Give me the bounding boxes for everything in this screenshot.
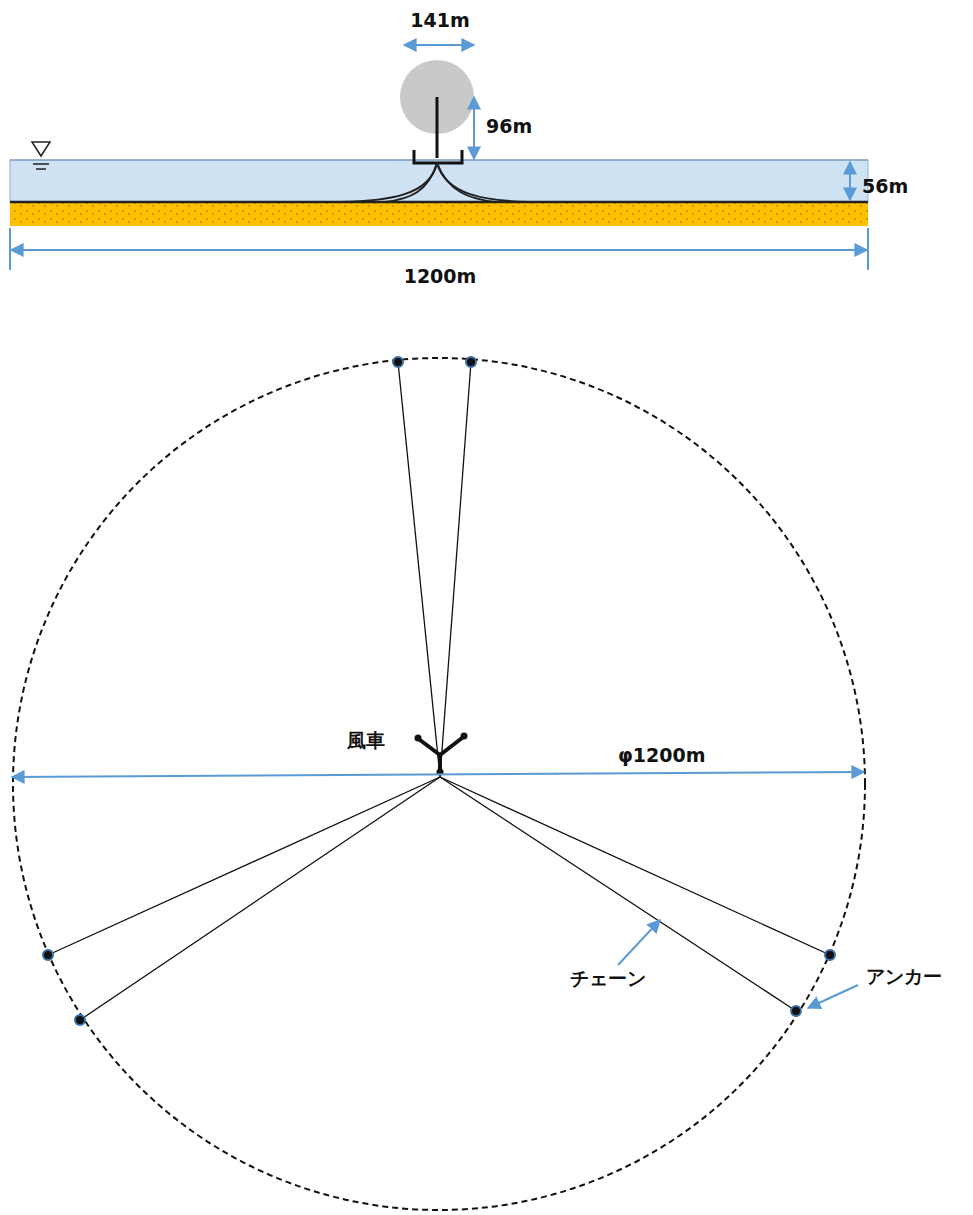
- leader-line: [618, 920, 660, 965]
- dimension-lines: [10, 45, 868, 270]
- chain-plan: [48, 362, 830, 1020]
- dimension-label: 56m: [862, 176, 908, 197]
- dimension-label: 141m: [410, 10, 469, 31]
- tower: [436, 97, 439, 158]
- water-level-symbol: [32, 142, 50, 169]
- water: [10, 160, 868, 202]
- dimension-label: 96m: [486, 116, 532, 137]
- chain-section: [10, 163, 868, 202]
- dimension-label: φ1200m: [618, 745, 706, 766]
- part-label: チェーン: [570, 968, 646, 989]
- part-label: 風車: [347, 730, 385, 751]
- turbine-symbol: [415, 733, 468, 776]
- seabed: [10, 202, 868, 226]
- mooring-circle: [13, 358, 865, 1210]
- part-label: アンカー: [866, 966, 942, 987]
- float: [414, 150, 462, 163]
- leader-line: [808, 985, 858, 1008]
- diameter-line: [12, 772, 864, 777]
- anchors: [43, 357, 835, 1025]
- dimension-label: 1200m: [404, 266, 477, 287]
